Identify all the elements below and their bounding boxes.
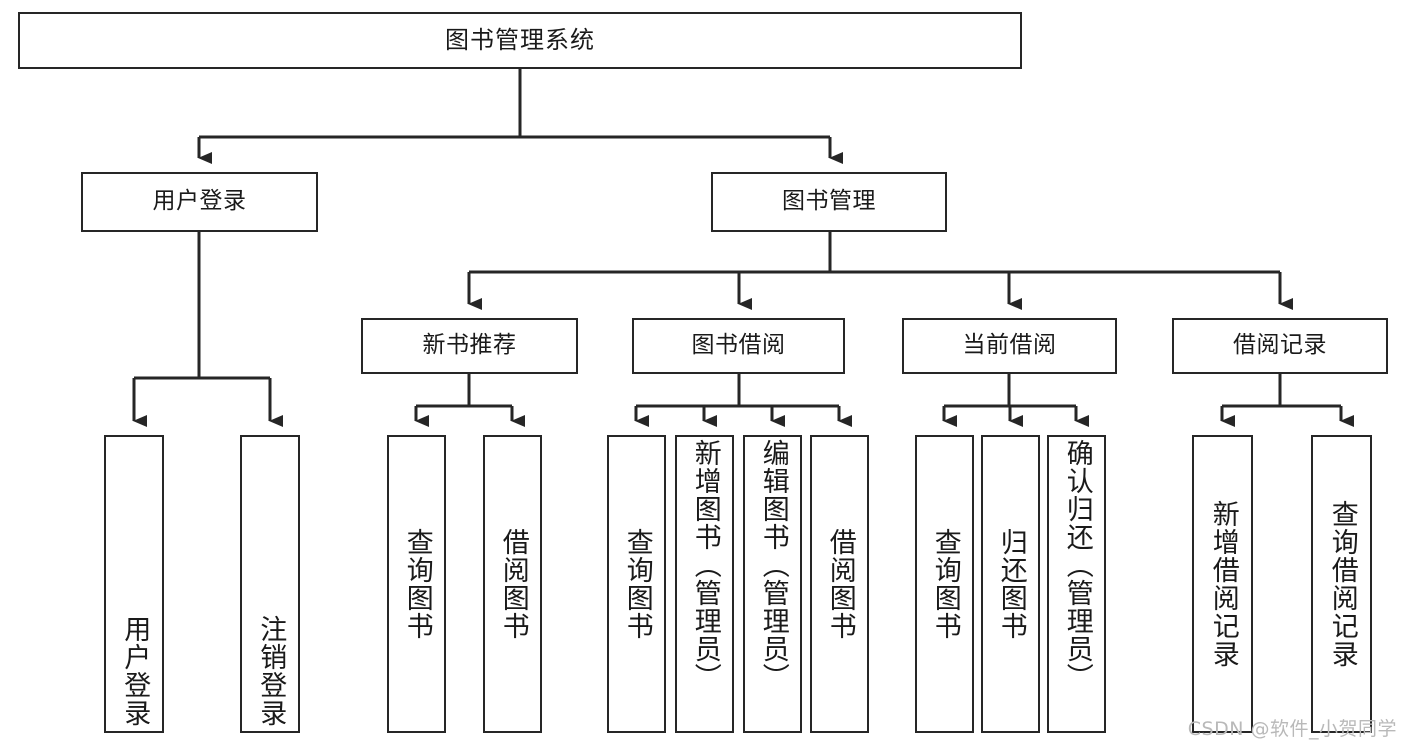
node-leaf-user-login[interactable]: 用户登录 <box>104 435 164 733</box>
node-current-borrow[interactable]: 当前借阅 <box>902 318 1117 374</box>
node-leaf-borrow-book-1-label: 借阅图书 <box>497 528 529 640</box>
node-book-borrow-label: 图书借阅 <box>691 332 786 359</box>
node-leaf-query-record[interactable]: 查询借阅记录 <box>1311 435 1372 733</box>
node-leaf-logout-label: 注销登录 <box>255 615 287 727</box>
node-leaf-edit-book-label: 编辑图书（管理员） <box>757 439 789 691</box>
node-leaf-query-book-1[interactable]: 查询图书 <box>387 435 446 733</box>
node-leaf-query-book-2[interactable]: 查询图书 <box>607 435 666 733</box>
node-leaf-query-book-3-label: 查询图书 <box>929 528 961 640</box>
node-leaf-borrow-book-1[interactable]: 借阅图书 <box>483 435 542 733</box>
node-leaf-confirm-return-label: 确认归还（管理员） <box>1061 439 1093 691</box>
node-book-borrow[interactable]: 图书借阅 <box>632 318 845 374</box>
node-leaf-add-record-label: 新增借阅记录 <box>1207 500 1239 668</box>
node-leaf-add-record[interactable]: 新增借阅记录 <box>1192 435 1253 733</box>
node-root[interactable]: 图书管理系统 <box>18 12 1022 69</box>
node-leaf-return-book[interactable]: 归还图书 <box>981 435 1040 733</box>
node-root-label: 图书管理系统 <box>445 26 595 55</box>
node-borrow-record[interactable]: 借阅记录 <box>1172 318 1388 374</box>
node-leaf-edit-book[interactable]: 编辑图书（管理员） <box>743 435 802 733</box>
node-new-book-rec-label: 新书推荐 <box>422 332 517 359</box>
node-borrow-record-label: 借阅记录 <box>1233 332 1327 359</box>
node-new-book-rec[interactable]: 新书推荐 <box>361 318 578 374</box>
node-leaf-confirm-return[interactable]: 确认归还（管理员） <box>1047 435 1106 733</box>
node-leaf-query-book-2-label: 查询图书 <box>621 528 653 640</box>
node-leaf-add-book-label: 新增图书（管理员） <box>689 439 721 691</box>
node-leaf-return-book-label: 归还图书 <box>995 528 1027 640</box>
node-leaf-query-book-1-label: 查询图书 <box>401 528 433 640</box>
node-book-manage-label: 图书管理 <box>782 188 876 215</box>
node-book-manage[interactable]: 图书管理 <box>711 172 947 232</box>
node-user-login[interactable]: 用户登录 <box>81 172 318 232</box>
node-leaf-user-login-label: 用户登录 <box>119 615 151 727</box>
node-leaf-query-record-label: 查询借阅记录 <box>1326 500 1358 668</box>
node-current-borrow-label: 当前借阅 <box>962 332 1057 359</box>
node-user-login-label: 用户登录 <box>152 188 247 215</box>
node-leaf-logout[interactable]: 注销登录 <box>240 435 300 733</box>
node-leaf-borrow-book-2-label: 借阅图书 <box>824 528 856 640</box>
node-leaf-borrow-book-2[interactable]: 借阅图书 <box>810 435 869 733</box>
node-leaf-query-book-3[interactable]: 查询图书 <box>915 435 974 733</box>
node-leaf-add-book[interactable]: 新增图书（管理员） <box>675 435 734 733</box>
